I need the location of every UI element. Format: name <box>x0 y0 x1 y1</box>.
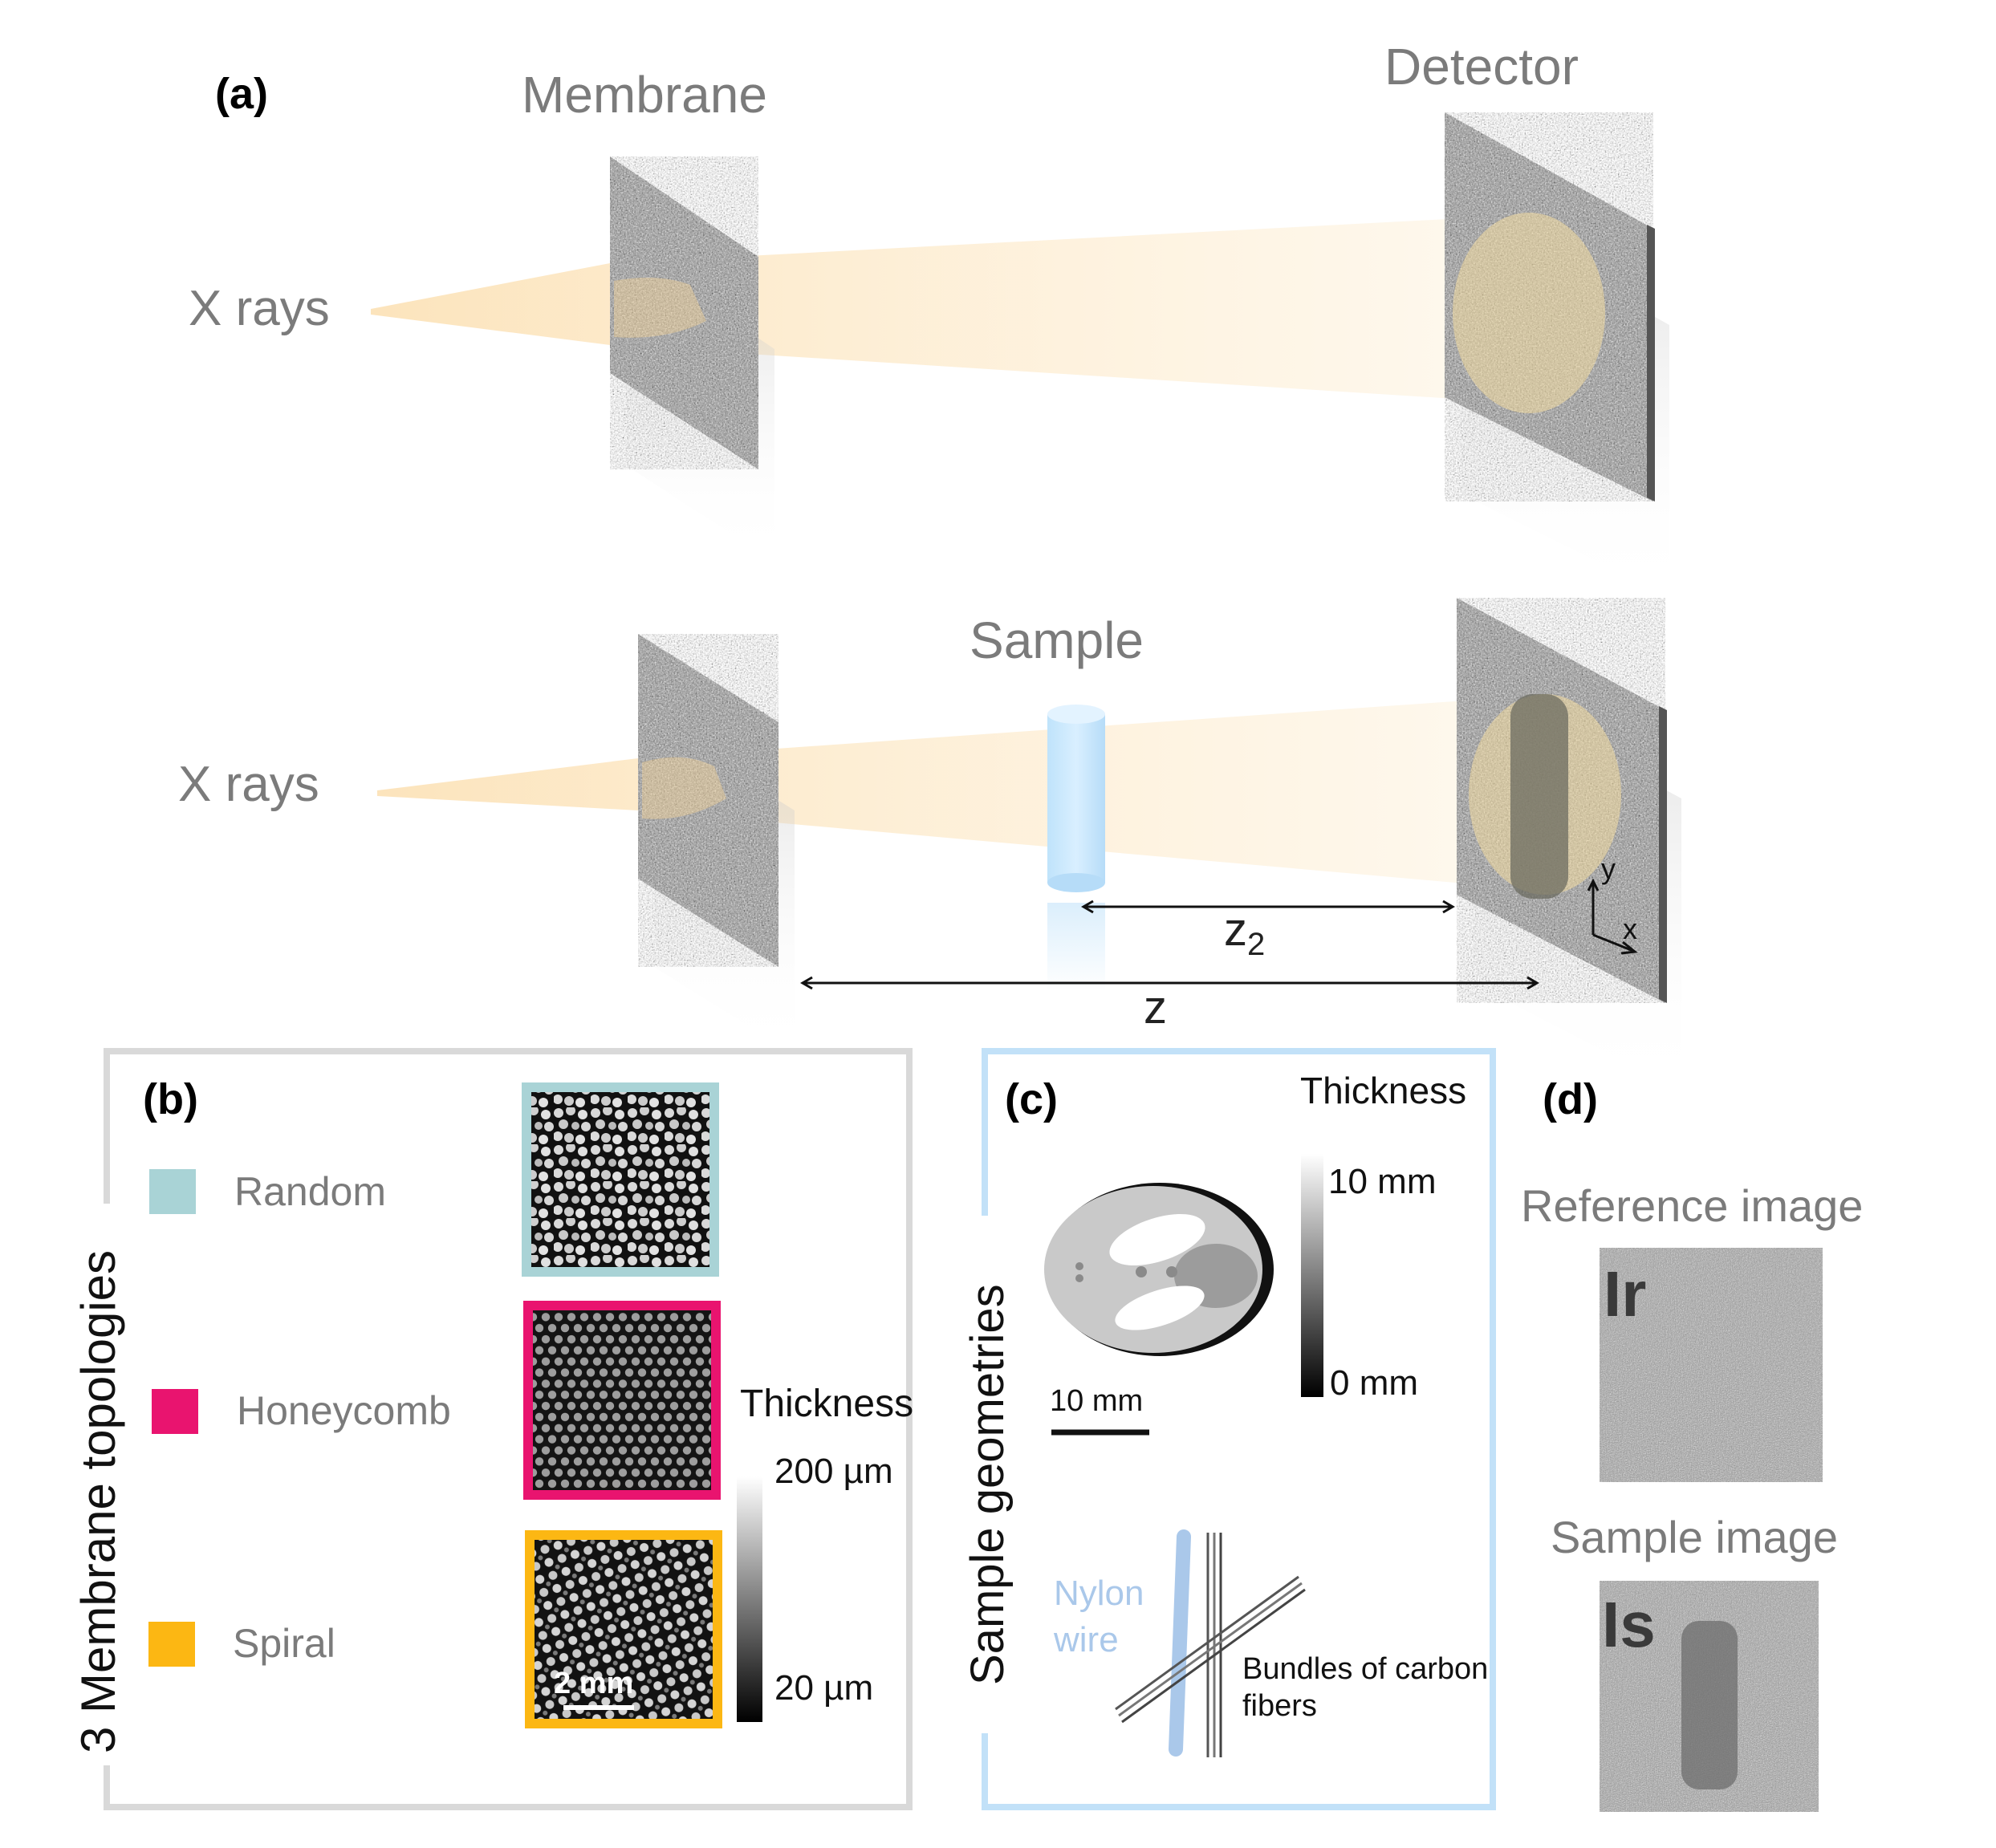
colorbar-c <box>1301 1154 1323 1397</box>
membrane-top-speckle <box>610 156 758 469</box>
xray-beam-bottom <box>377 698 1501 887</box>
detector-top-beam-spot <box>1453 213 1605 413</box>
z2-arrow <box>1081 900 1455 914</box>
membrane-bottom-speckle <box>638 634 778 967</box>
membrane-label: Membrane <box>522 66 767 124</box>
axis-x-label: x <box>1623 912 1637 945</box>
detector-sample-shadow <box>1510 694 1568 899</box>
setup-reference: X rays <box>189 112 1669 598</box>
nylon-wire <box>1169 1529 1191 1757</box>
panel-b-vertical-title: 3 Membrane topologies <box>71 1250 125 1753</box>
panel-b-title-bg <box>72 1204 128 1765</box>
sample-reflection <box>1047 903 1105 991</box>
z2-label: z2 <box>1224 904 1265 962</box>
xrays-bottom-label: X rays <box>178 757 319 812</box>
z2-subscript: 2 <box>1247 927 1265 962</box>
z-arrow <box>800 976 1539 990</box>
membrane-top-beam-spot <box>614 278 706 338</box>
sample-cylinder-bottom <box>1047 873 1105 892</box>
panel-b-tag: (b) <box>143 1075 198 1123</box>
xrays-top-label: X rays <box>189 281 330 336</box>
thickness-title-c: Thickness <box>1300 1070 1466 1111</box>
thickness-max-b: 200 µm <box>774 1452 893 1491</box>
sample-cylinder-top <box>1047 705 1105 724</box>
panel-c-vertical-title: Sample geometries <box>961 1284 1014 1685</box>
carbon-label-line1: Bundles of carbon <box>1242 1652 1488 1686</box>
legend-label-honeycomb: Honeycomb <box>237 1388 451 1433</box>
xray-beam-top <box>371 217 1493 401</box>
scale-label-10mm: 10 mm <box>1050 1384 1143 1418</box>
detector-top-edge <box>1647 225 1655 502</box>
thickness-title-b: Thickness <box>740 1383 913 1425</box>
reference-image-speckle <box>1600 1248 1823 1482</box>
nylon-label-line2: wire <box>1053 1620 1119 1659</box>
membrane-bottom-beam-spot <box>642 757 726 819</box>
carbon-label-line2: fibers <box>1242 1689 1317 1723</box>
panel-c-title-bg <box>959 1216 1007 1733</box>
panel-a: (a) Membrane Detector X rays X rays Samp… <box>178 38 1681 1091</box>
panel-d: (d) Reference image Ir Sample image Is <box>1521 1075 1863 1812</box>
panel-d-tag: (d) <box>1543 1075 1598 1123</box>
panel-c: Sample geometries (c) Thickness 10 mm 10… <box>959 1048 1496 1810</box>
setup-sample: X rays Sample y x <box>178 598 1681 1091</box>
colorbar-b <box>737 1476 762 1722</box>
sample-image-wire-shadow <box>1681 1621 1738 1789</box>
z2-main: z <box>1224 904 1247 956</box>
legend-label-spiral: Spiral <box>233 1621 335 1666</box>
thickness-min-b: 20 µm <box>774 1668 873 1708</box>
panel-a-tag: (a) <box>215 70 268 118</box>
sample-label: Sample <box>970 611 1144 669</box>
membrane-sample-spiral <box>525 1530 722 1728</box>
membrane-sample-random <box>522 1082 719 1277</box>
detector-label: Detector <box>1384 38 1579 95</box>
legend-swatch-honeycomb <box>152 1389 198 1434</box>
sample-image-tag: Is <box>1602 1589 1656 1660</box>
detector-axes <box>1587 878 1638 955</box>
legend-swatch-spiral <box>148 1622 195 1667</box>
sample-image-title: Sample image <box>1551 1512 1838 1562</box>
carbon-fiber-bundles <box>1115 1533 1306 1757</box>
phantom-ellipse <box>1044 1183 1274 1356</box>
panel-c-tag: (c) <box>1005 1075 1058 1123</box>
reference-image-tag: Ir <box>1604 1258 1646 1330</box>
reference-image-title: Reference image <box>1521 1180 1863 1231</box>
scale-label-2mm: 2 mm <box>554 1667 633 1700</box>
detector-bottom-edge <box>1659 706 1667 1003</box>
legend-swatch-random <box>149 1169 196 1214</box>
axis-y-label: y <box>1601 852 1616 885</box>
thickness-max-c: 10 mm <box>1328 1162 1436 1201</box>
legend-label-random: Random <box>234 1169 386 1214</box>
thickness-min-c: 0 mm <box>1330 1363 1418 1403</box>
nylon-label-line1: Nylon <box>1054 1574 1144 1613</box>
z-label: z <box>1144 981 1167 1034</box>
panel-b: 3 Membrane topologies (b) Random Honeyco… <box>71 1048 913 1810</box>
sample-cylinder <box>1047 714 1105 883</box>
membrane-sample-honeycomb <box>523 1301 721 1500</box>
